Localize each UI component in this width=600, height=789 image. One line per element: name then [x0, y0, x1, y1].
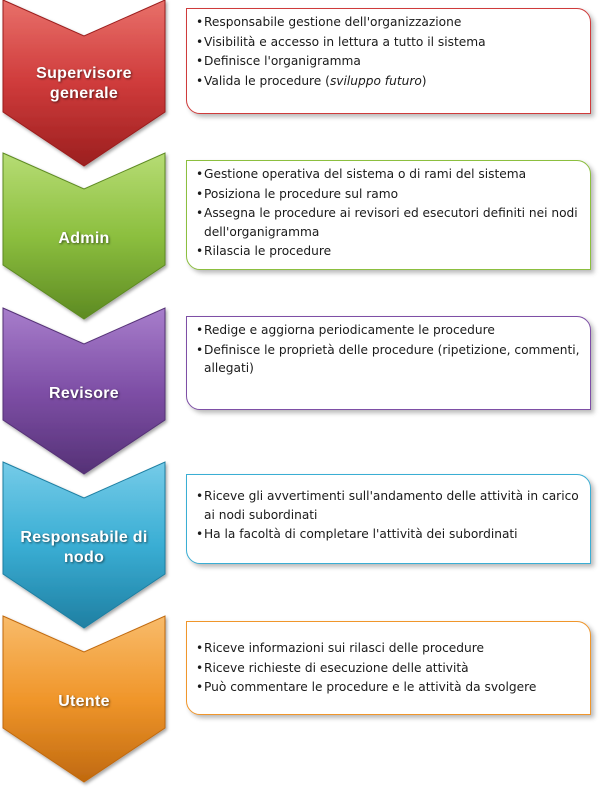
bullet: •	[196, 323, 204, 337]
chevron-icon	[2, 0, 166, 167]
description-card-supervisore: •Responsabile gestione dell'organizzazio…	[186, 8, 591, 114]
chevron-body	[2, 0, 166, 167]
bullet: •	[196, 641, 204, 655]
description-item: •Assegna le procedure ai revisori ed ese…	[196, 206, 578, 239]
chevron-body	[2, 152, 166, 320]
description-item: •Può commentare le procedure e le attivi…	[196, 678, 582, 697]
description-item: •Definisce l'organigramma	[196, 52, 582, 71]
role-label-line: Admin	[58, 230, 110, 247]
description-item: •Riceve informazioni sui rilasci delle p…	[196, 639, 582, 658]
chevron-shape-revisore	[2, 307, 166, 478]
description-card-revisore: •Redige e aggiorna periodicamente le pro…	[186, 316, 591, 410]
chevron-icon	[2, 615, 166, 783]
bullet: •	[196, 489, 204, 503]
chevron-body	[2, 461, 166, 629]
bullet: •	[196, 527, 204, 541]
chevron-shape-responsabile	[2, 461, 166, 632]
bullet: •	[196, 342, 204, 357]
chevron-shape-utente	[2, 615, 166, 786]
bullet: •	[196, 54, 204, 68]
role-label-admin: Admin	[3, 229, 165, 249]
bullet: •	[196, 34, 204, 49]
italic-note: sviluppo futuro	[329, 73, 422, 88]
chevron-shape-admin	[2, 152, 166, 323]
bullet: •	[196, 244, 204, 258]
description-item: •Visibilità e accesso in lettura a tutto…	[196, 33, 582, 52]
description-item: •Definisce le proprietà delle procedure …	[196, 342, 580, 376]
bullet: •	[196, 680, 204, 694]
role-label-line: generale	[49, 85, 119, 102]
description-item: •Riceve gli avvertimenti sull'andamento …	[196, 489, 579, 522]
bullet: •	[196, 660, 204, 675]
description-card-utente: •Riceve informazioni sui rilasci delle p…	[186, 621, 591, 715]
chevron-body	[2, 615, 166, 783]
description-item: •Posiziona le procedure sul ramo	[196, 185, 582, 204]
description-item: •Riceve richieste di esecuzione delle at…	[196, 659, 582, 678]
chevron-icon	[2, 152, 166, 320]
role-label-supervisore: Supervisore generale	[3, 64, 165, 104]
description-item: •Ha la facoltà di completare l'attività …	[196, 525, 582, 544]
bullet: •	[196, 206, 204, 220]
description-item: •Redige e aggiorna periodicamente le pro…	[196, 321, 582, 340]
role-label-line: Utente	[58, 693, 110, 710]
description-item: •Responsabile gestione dell'organizzazio…	[196, 13, 582, 32]
bullet: •	[196, 15, 204, 29]
description-item: •Valida le procedure (sviluppo futuro)	[196, 72, 582, 91]
role-label-line: nodo	[63, 549, 105, 566]
description-card-responsabile: •Riceve gli avvertimenti sull'andamento …	[186, 474, 591, 564]
role-label-line: Responsabile di	[20, 529, 148, 546]
description-card-admin: •Gestione operativa del sistema o di ram…	[186, 160, 591, 270]
description-item: •Gestione operativa del sistema o di ram…	[196, 165, 582, 184]
bullet: •	[196, 167, 204, 181]
bullet: •	[196, 186, 204, 201]
chevron-icon	[2, 307, 166, 475]
role-label-responsabile: Responsabile di nodo	[3, 528, 165, 568]
chevron-icon	[2, 461, 166, 629]
bullet: •	[196, 73, 204, 88]
role-label-utente: Utente	[3, 692, 165, 712]
description-item: •Rilascia le procedure	[196, 242, 582, 261]
chevron-body	[2, 307, 166, 475]
chevron-shape-supervisore	[2, 0, 166, 170]
role-label-revisore: Revisore	[3, 384, 165, 404]
role-label-line: Revisore	[49, 385, 119, 402]
role-label-line: Supervisore	[36, 65, 132, 82]
